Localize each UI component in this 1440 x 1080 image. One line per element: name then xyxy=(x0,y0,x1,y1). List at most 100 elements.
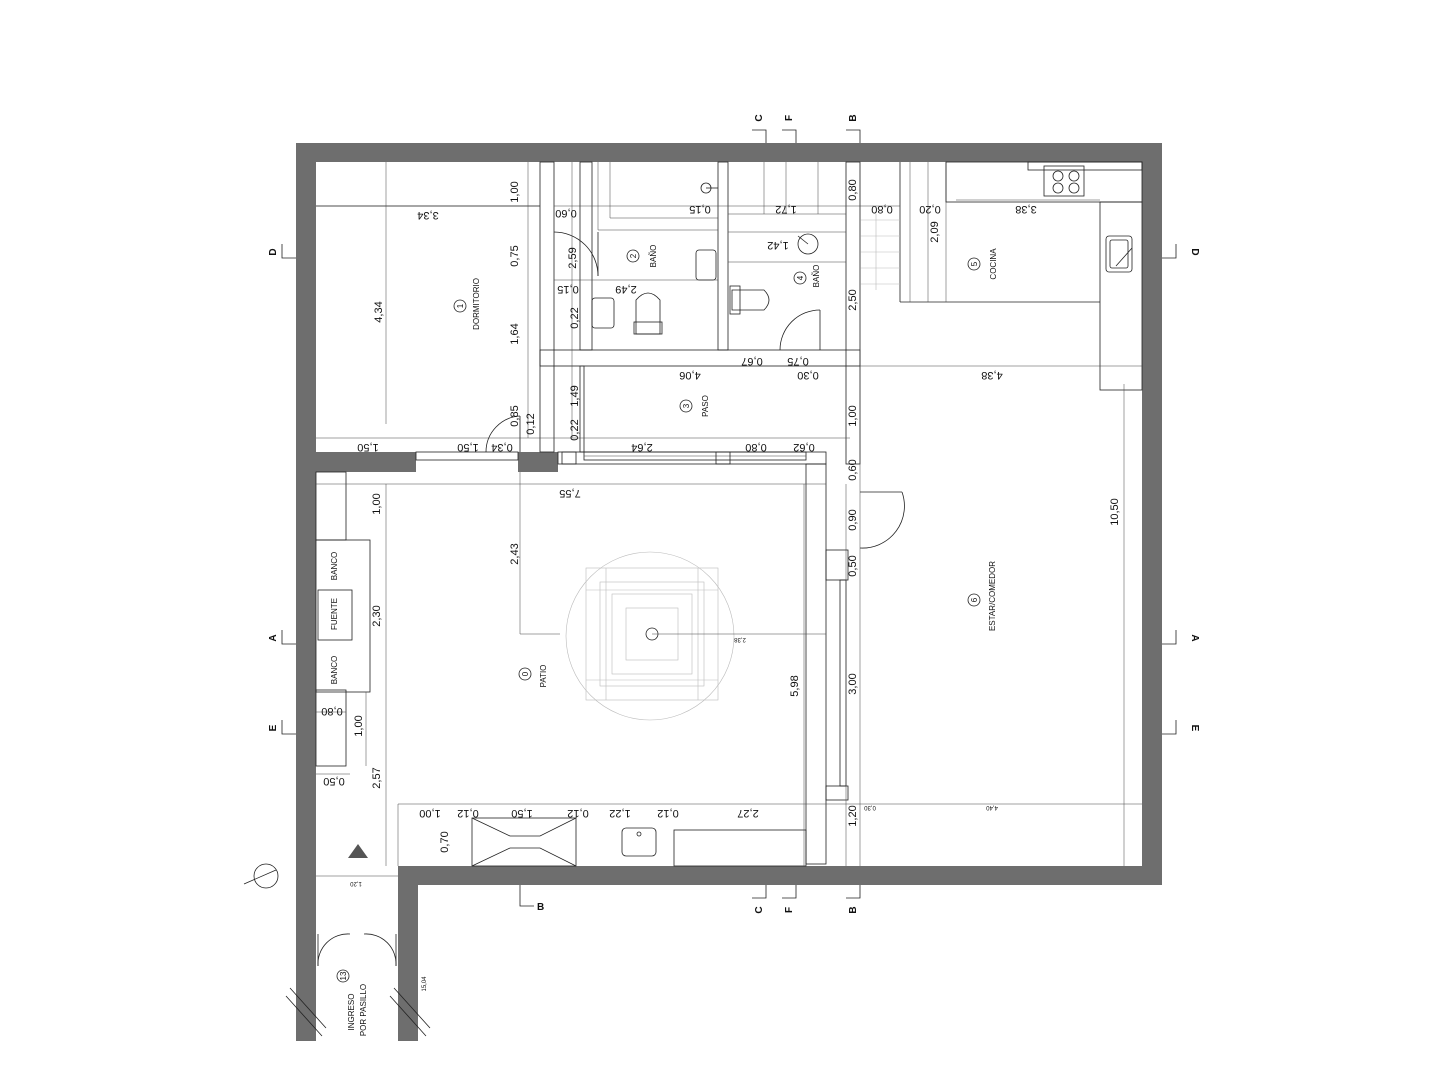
svg-text:ESTAR/COMEDOR: ESTAR/COMEDOR xyxy=(988,561,997,631)
dim-text: 0,12 xyxy=(525,413,537,434)
axis-label-d-right: D xyxy=(1189,248,1200,255)
dim-text: 0,50 xyxy=(847,555,859,576)
dim-text: 4,38 xyxy=(981,369,1002,381)
label-banco-bottom: BANCO xyxy=(330,656,339,684)
dim-text: 0,85 xyxy=(509,405,521,426)
patio-sink-icon xyxy=(621,827,657,857)
dim-text: 3,34 xyxy=(417,209,438,221)
axis-label-c-bottom: C xyxy=(754,906,765,913)
dim-text: 2,49 xyxy=(615,283,636,295)
dim-text: 4,06 xyxy=(679,369,700,381)
svg-text:13: 13 xyxy=(339,971,348,980)
svg-text:BAÑO: BAÑO xyxy=(812,265,821,288)
counter xyxy=(673,829,807,867)
label-fuente: FUENTE xyxy=(330,598,339,630)
dim-text: 0,80 xyxy=(745,441,766,453)
dim-text: 1,00 xyxy=(509,181,521,202)
room-tag-cocina: 5 COCINA xyxy=(967,248,998,280)
svg-text:4: 4 xyxy=(796,275,805,280)
axis-label-c-top: C xyxy=(754,114,765,121)
svg-text:DORMITORIO: DORMITORIO xyxy=(472,278,481,330)
dimension-texts: 3,34 1,00 0,60 0,15 1,72 0,80 0,80 0,20 … xyxy=(321,179,1121,991)
bidet-icon xyxy=(591,297,615,329)
dim-text: 2,38 xyxy=(734,636,746,642)
dim-text: 1,42 xyxy=(767,239,788,251)
dim-text: 1,00 xyxy=(371,493,383,514)
stove-icon xyxy=(1043,165,1085,197)
dim-text: 0,34 xyxy=(491,441,512,453)
svg-text:INGRESO: INGRESO xyxy=(347,994,356,1031)
dim-text: 0,62 xyxy=(793,441,814,453)
dim-text: 1,50 xyxy=(457,441,478,453)
axis-labels: C F B C F B D A E D A E B xyxy=(268,114,1200,913)
fixtures xyxy=(471,165,1133,867)
shower-4-icon xyxy=(797,233,819,255)
dim-text: 0,70 xyxy=(439,831,451,852)
toilet-4-icon xyxy=(731,289,770,311)
svg-text:POR PASILLO: POR PASILLO xyxy=(359,984,368,1036)
dim-text: 10,50 xyxy=(1109,498,1121,526)
room-tag-bano-2: 2 BAÑO xyxy=(626,245,658,268)
dimension-lines xyxy=(316,162,1142,877)
dim-text: 1,49 xyxy=(569,385,581,406)
toilet-icon xyxy=(635,292,661,335)
stair-hatch xyxy=(728,162,900,290)
room-tag-bano-4: 4 BAÑO xyxy=(793,265,821,288)
room-tag-dormitorio: 1 DORMITORIO xyxy=(453,278,481,330)
dim-text: 0,50 xyxy=(323,775,344,787)
exterior-walls xyxy=(296,143,1162,1041)
axis-label-b-top: B xyxy=(848,114,859,121)
axis-label-b-patio: B xyxy=(537,902,544,913)
dim-text: 0,75 xyxy=(509,245,521,266)
axis-label-a-left: A xyxy=(268,634,279,641)
dim-text: 5,98 xyxy=(789,675,801,696)
dim-text: 2,59 xyxy=(567,247,579,268)
svg-text:3: 3 xyxy=(682,403,691,408)
dim-text: 0,22 xyxy=(569,419,581,440)
dim-text: 4,34 xyxy=(373,301,385,322)
dim-text: 1,50 xyxy=(511,807,532,819)
dim-text: 0,80 xyxy=(871,203,892,215)
dim-text: 0,15 xyxy=(557,283,578,295)
dim-text: 2,27 xyxy=(737,807,758,819)
dim-text: 2,50 xyxy=(847,289,859,310)
room-tag-ingreso: 13 INGRESO POR PASILLO xyxy=(336,969,368,1036)
bedroom-south-wall xyxy=(316,452,416,472)
axis-label-d-left: D xyxy=(268,248,279,255)
label-banco-top: BANCO xyxy=(330,552,339,580)
dim-text: 3,38 xyxy=(1015,203,1036,215)
dim-text: 0,90 xyxy=(847,509,859,530)
dim-text: 2,30 xyxy=(371,605,383,626)
dim-text: 7,55 xyxy=(559,487,580,499)
svg-text:PASO: PASO xyxy=(701,395,710,417)
svg-text:5: 5 xyxy=(970,261,979,266)
dim-text: 1,22 xyxy=(609,807,630,819)
dim-text: 0,80 xyxy=(321,705,342,717)
svg-text:0: 0 xyxy=(521,671,530,676)
windows xyxy=(315,161,1143,787)
room-tags: 1 DORMITORIO 2 BAÑO 3 PASO 4 BAÑO 5 COCI… xyxy=(330,245,998,1037)
room-tag-paso: 3 PASO xyxy=(679,395,710,417)
dim-text: 0,15 xyxy=(689,203,710,215)
svg-text:2: 2 xyxy=(629,253,638,258)
dim-text: 15,04 xyxy=(422,976,428,992)
dim-text: 0,60 xyxy=(555,207,576,219)
dim-text: 1,20 xyxy=(847,805,859,826)
dim-text: 3,00 xyxy=(847,673,859,694)
dim-text: 0,30 xyxy=(864,804,876,810)
dim-text: 4,40 xyxy=(986,804,998,810)
svg-text:BAÑO: BAÑO xyxy=(649,245,658,268)
patio-furniture xyxy=(243,472,826,889)
dim-text: 0,20 xyxy=(919,203,940,215)
dim-text: 0,12 xyxy=(657,807,678,819)
axis-label-f-top: F xyxy=(784,115,795,121)
dim-text: 1,72 xyxy=(775,203,796,215)
kitchen-sink-icon xyxy=(1105,235,1133,273)
dim-text: 2,09 xyxy=(929,221,941,242)
axis-markers xyxy=(281,129,1177,1037)
axis-label-b-bottom: B xyxy=(848,906,859,913)
north-arrow-icon xyxy=(253,863,279,889)
dim-text: 0,80 xyxy=(847,179,859,200)
entry-arrow-icon xyxy=(348,844,368,858)
